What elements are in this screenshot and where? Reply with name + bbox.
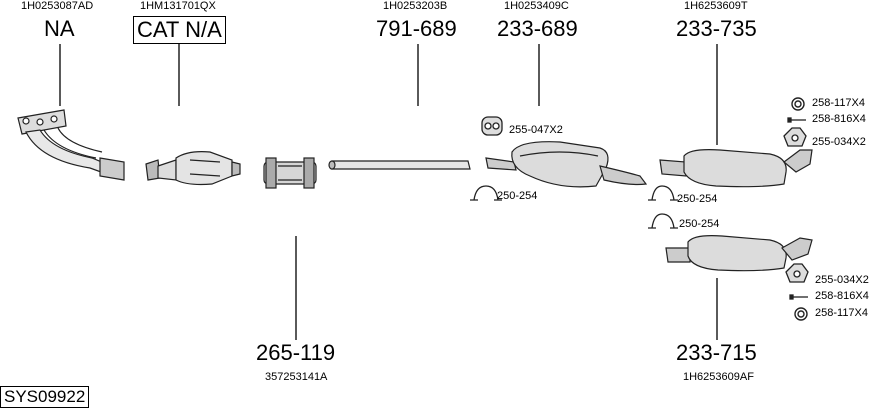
oem-label-front-silencer: 1H0253409C: [504, 0, 569, 12]
accessory-label-mount-front: 255-047X2: [509, 124, 563, 136]
clamp-illustration: [263, 157, 317, 189]
pipe-illustration: [328, 160, 471, 170]
oem-label-rear-silencer-upper: 1H6253609T: [684, 0, 748, 12]
accessory-label-clamp-lower: 250-254: [679, 218, 720, 230]
oem-label-catalyst: 1HM131701QX: [140, 0, 216, 12]
bolt-lower-icon: [789, 294, 808, 300]
part-number-clamp: 265-119: [256, 340, 336, 365]
rear-silencer-upper-illustration: [659, 149, 813, 188]
part-number-rear-silencer-upper: 233-735: [676, 16, 757, 41]
part-number-front-silencer: 233-689: [497, 16, 578, 41]
clamp-lower-icon: [648, 213, 678, 229]
kit-id-label: SYS09922: [0, 386, 90, 408]
mount-front-icon: [481, 116, 503, 136]
oem-label-pipe: 1H0253203B: [383, 0, 448, 12]
accessory-label-clamp-mid: 250-254: [677, 193, 718, 205]
oem-label-clamp: 357253141A: [265, 371, 328, 383]
manifold-illustration: [17, 109, 125, 181]
oem-label-rear-silencer-lower: 1H6253609AF: [683, 371, 754, 383]
front-silencer-illustration: [485, 141, 648, 188]
catalyst-illustration: [145, 151, 241, 186]
accessory-label-ring-upper: 258-117X4: [812, 97, 866, 109]
accessory-label-ring-lower: 258-117X4: [815, 307, 869, 319]
ring-upper-icon: [791, 97, 805, 111]
clamp-front-icon: [470, 185, 502, 201]
clamp-mid-icon: [648, 185, 678, 201]
part-number-rear-silencer-lower: 233-715: [676, 340, 757, 365]
bracket-lower-icon: [785, 263, 809, 283]
accessory-label-bolt-lower: 258-816X4: [815, 290, 869, 302]
accessory-label-bracket-lower: 255-034X2: [815, 274, 869, 286]
accessory-label-bolt-upper: 258-816X4: [812, 113, 866, 125]
bracket-upper-icon: [783, 127, 807, 147]
ring-lower-icon: [794, 307, 808, 321]
oem-label-manifold: 1H0253087AD: [21, 0, 94, 12]
accessory-label-bracket-upper: 255-034X2: [812, 136, 866, 148]
bolt-upper-icon: [787, 117, 806, 123]
part-number-pipe: 791-689: [376, 16, 457, 41]
rear-silencer-lower-illustration: [665, 235, 813, 272]
accessory-label-clamp-front: 250-254: [497, 190, 538, 202]
part-number-catalyst: CAT N/A: [133, 16, 226, 44]
part-number-manifold: NA: [44, 16, 75, 41]
